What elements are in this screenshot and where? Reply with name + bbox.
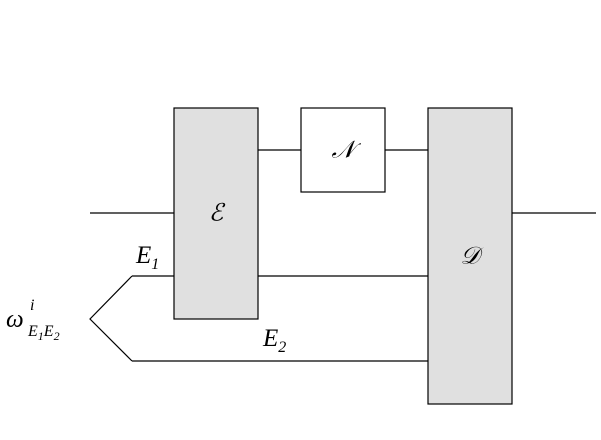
- svg-text:i: i: [30, 297, 34, 314]
- omega-label: ω i E1E2: [6, 297, 60, 343]
- svg-text:ω: ω: [6, 306, 24, 333]
- channel-box: 𝒩: [300, 107, 386, 193]
- encoder-label: ℰ: [209, 199, 226, 227]
- e1-label: E1: [135, 242, 159, 273]
- decoder-box: 𝒟: [427, 107, 513, 405]
- svg-text:E1E2: E1E2: [27, 323, 60, 343]
- e2-label: E2: [262, 325, 286, 356]
- encoder-box: ℰ: [173, 107, 259, 320]
- entangled-state-wedge: [89, 275, 133, 362]
